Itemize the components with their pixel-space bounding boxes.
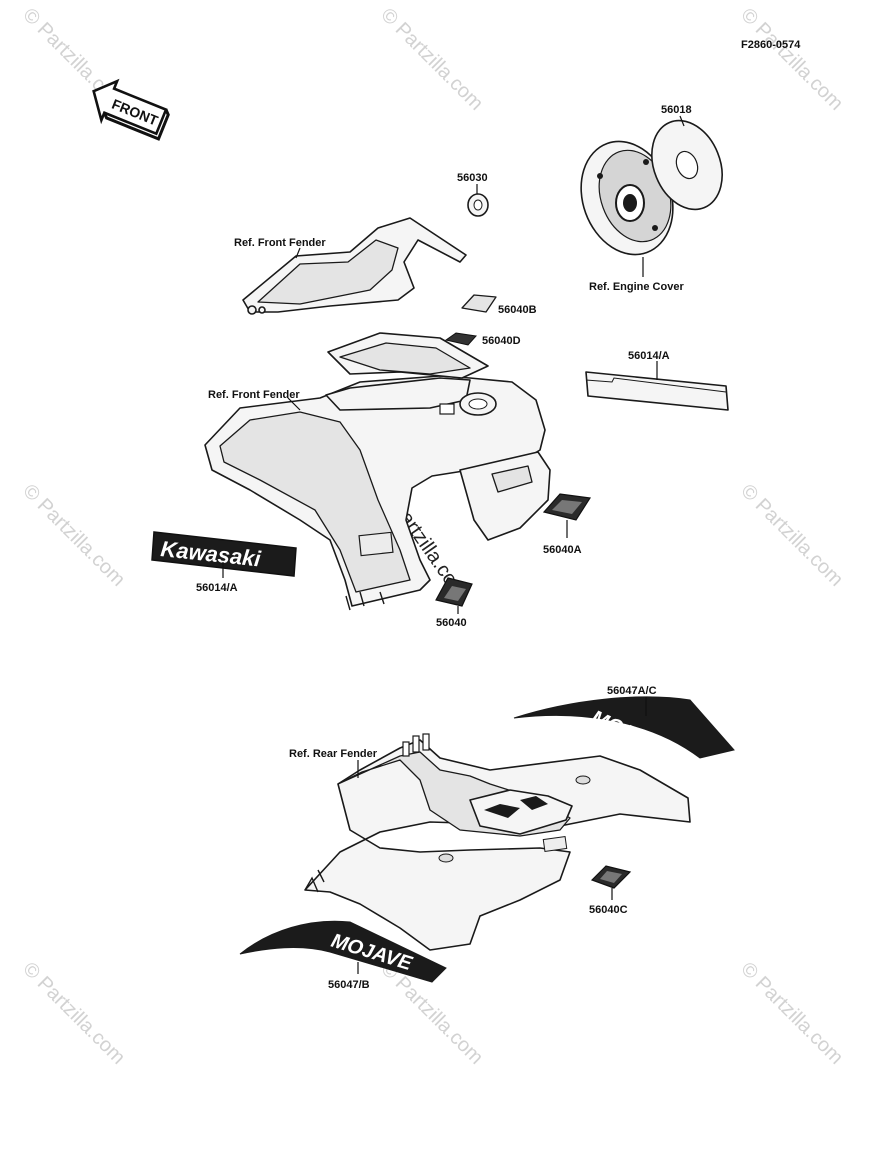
label-ref-front-fender-2: Ref. Front Fender	[208, 389, 300, 401]
engine-cover	[580, 140, 674, 256]
label-ref-front-fender-1: Ref. Front Fender	[234, 237, 326, 249]
kawasaki-decal: Kawasaki	[151, 531, 297, 577]
mojave-decal-top: MOJAVE	[513, 696, 735, 761]
watermark-bottom-right: © Partzilla.com	[736, 958, 847, 1069]
label-ref-rear-fender: Ref. Rear Fender	[289, 748, 378, 760]
decal-56040D	[444, 332, 477, 346]
label-56040C: 56040C	[589, 904, 628, 916]
diagram-code: F2860-0574	[741, 39, 801, 51]
label-56040D: 56040D	[482, 335, 521, 347]
watermark-mid-right: © Partzilla.com	[736, 480, 847, 591]
decal-56040C	[590, 865, 632, 889]
label-56014A-strip: 56014/A	[628, 350, 670, 362]
label-56047AC: 56047A/C	[607, 685, 657, 697]
label-56030: 56030	[457, 172, 488, 184]
decal-56040B	[461, 294, 497, 313]
label-56018: 56018	[661, 104, 692, 116]
label-ref-engine-cover: Ref. Engine Cover	[589, 281, 684, 293]
watermark-top-right: © Partzilla.com	[736, 4, 847, 115]
engine-cover-decal-56018	[651, 119, 723, 211]
label-56040B: 56040B	[498, 304, 537, 316]
watermark-top-center: © Partzilla.com	[376, 4, 487, 115]
front-fender-body	[204, 332, 551, 611]
watermark-bottom-left: © Partzilla.com	[18, 958, 129, 1069]
watermark-mid-left: © Partzilla.com	[18, 480, 129, 591]
label-56040: 56040	[436, 617, 467, 629]
label-56040A: 56040A	[543, 544, 582, 556]
washer-56030	[467, 193, 489, 217]
rear-fender-body	[304, 733, 691, 951]
label-56047B: 56047/B	[328, 979, 370, 991]
decal-56040A	[542, 493, 592, 521]
label-56014A-logo: 56014/A	[196, 582, 238, 594]
decal-strip-56014A	[585, 371, 729, 411]
kawasaki-logo-text: Kawasaki	[159, 536, 262, 571]
decal-56040	[435, 577, 473, 607]
front-fender-bracket	[242, 217, 467, 315]
